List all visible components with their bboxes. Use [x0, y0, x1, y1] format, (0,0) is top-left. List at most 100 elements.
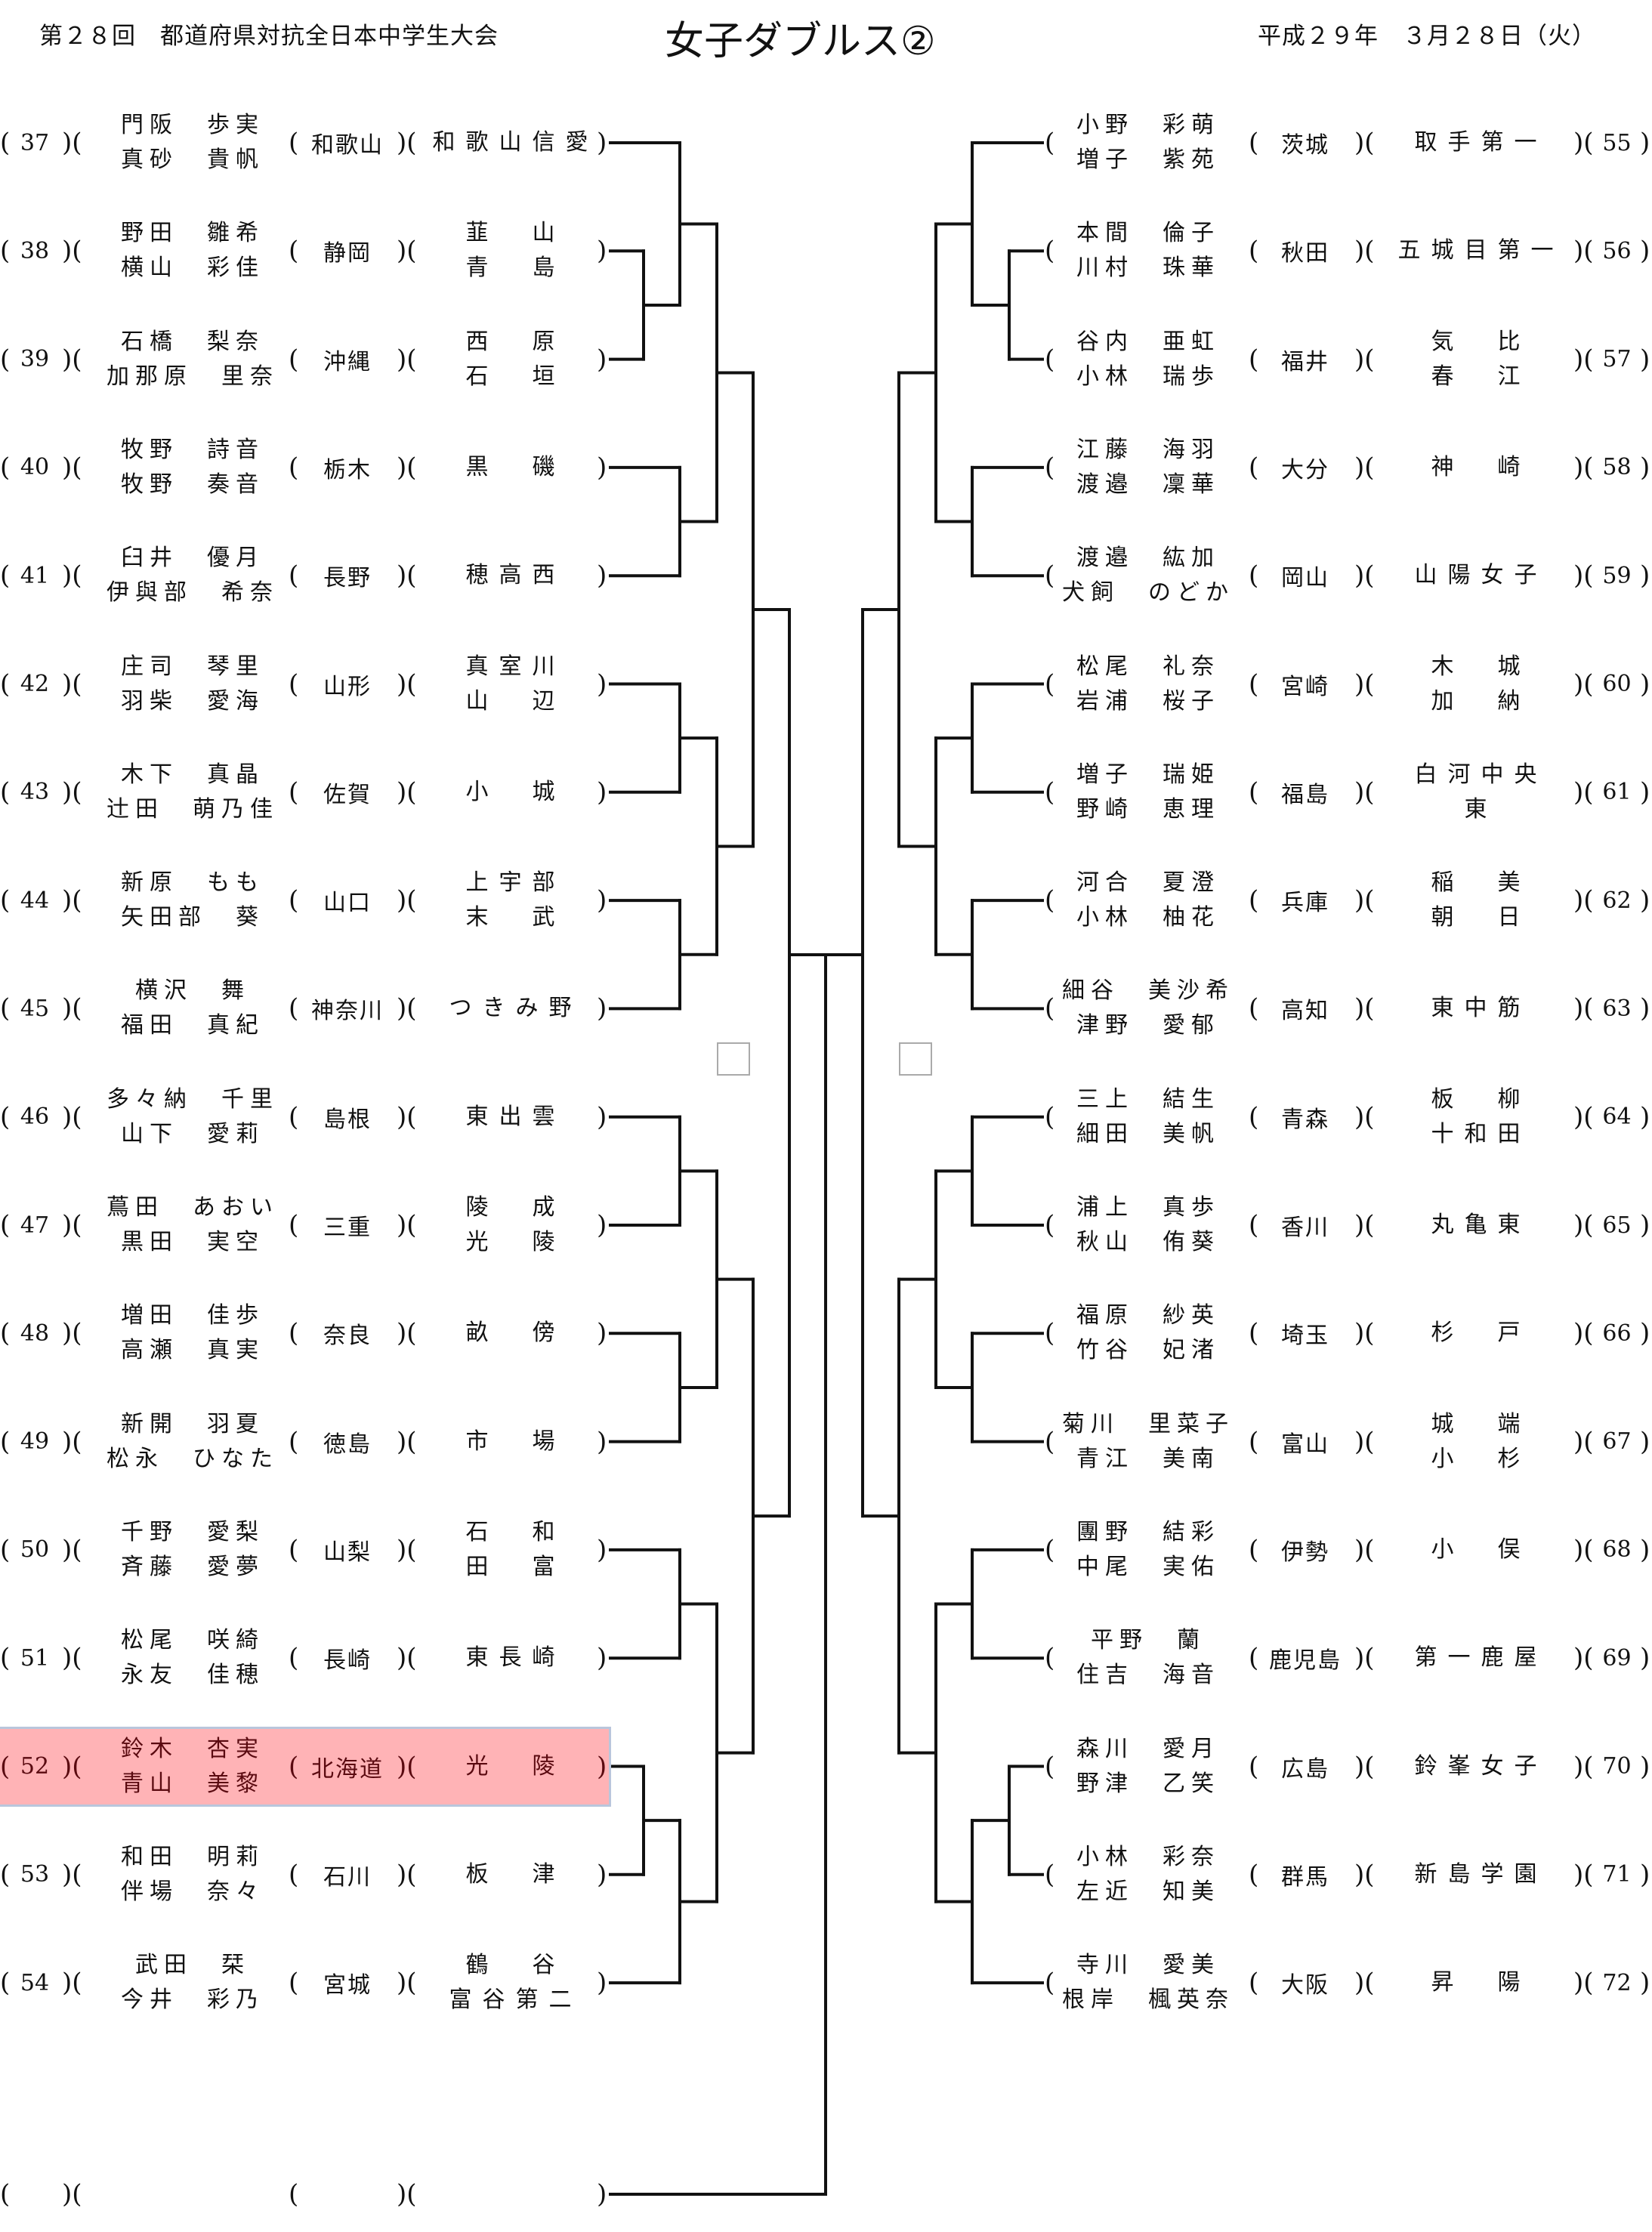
draw-entry[interactable]: (42)(庄司 琴里羽柴 愛海(山形)(真室川山 辺) [0, 647, 609, 722]
player-name: 岩浦 桜子 [1076, 687, 1220, 715]
player-name: 増子 瑞姫 [1076, 761, 1220, 788]
bracket-paren: ( [289, 993, 299, 1024]
draw-entry[interactable]: (54)(武田 栞今井 彩乃(宮城)(鶴 谷富谷第二) [0, 1945, 609, 2021]
draw-entry[interactable]: (森川 愛月野津 乙笑(広島)(鈴峯女子)(70) [1045, 1729, 1652, 1804]
bracket-paren: )( [397, 560, 417, 591]
draw-entry[interactable]: (47)(蔦田 あおい黒田 実空(三重)(陵 成光 陵) [0, 1187, 609, 1263]
bracket-paren: )( [397, 2179, 417, 2209]
bracket-paren: ) [1640, 560, 1650, 591]
right-score-box[interactable] [899, 1042, 932, 1076]
player-pair: 松尾 咲綺永友 佳穂 [106, 1620, 279, 1696]
bracket-paren: )( [397, 668, 417, 699]
draw-entry[interactable]: (40)(牧野 詩音牧野 奏音(栃木)(黒 磯) [0, 430, 609, 505]
school-names: 上宇部末 武 [438, 863, 593, 938]
school-names: 鶴 谷富谷第二 [438, 1945, 593, 2021]
draw-entry[interactable]: (福原 紗英竹谷 妃渚(埼玉)(杉 戸)(66) [1045, 1295, 1652, 1371]
draw-entry[interactable]: (増子 瑞姫野崎 恵理(福島)(白河中央東)(61) [1045, 755, 1652, 830]
draw-entry[interactable]: (51)(松尾 咲綺永友 佳穂(長崎)(東長崎) [0, 1620, 609, 1696]
bracket-paren: )( [1573, 560, 1594, 591]
draw-entry[interactable]: (53)(和田 明莉伴場 奈々(石川)(板 津) [0, 1837, 609, 1912]
bracket-paren: )( [1354, 1643, 1375, 1674]
school-name: 十和田 [1431, 1120, 1531, 1147]
draw-entry[interactable]: (39)(石橋 梨奈加那原 里奈(沖縄)(西 原石 垣) [0, 322, 609, 397]
draw-entry[interactable]: (平野 蘭住吉 海音(鹿児島)(第一鹿屋)(69) [1045, 1620, 1652, 1696]
player-name: 松尾 咲綺 [121, 1627, 264, 1654]
school-name: 東中筋 [1431, 995, 1531, 1022]
draw-number: 42 [20, 671, 50, 697]
bracket-paren: ( [1249, 1210, 1259, 1240]
bracket-paren: ( [289, 1534, 299, 1565]
draw-entry[interactable]: (細谷 美沙希津野 愛郁(高知)(東中筋)(63) [1045, 971, 1652, 1046]
school-name: 加 納 [1431, 687, 1531, 715]
school-name: 山 辺 [465, 687, 566, 715]
school-names: 城 端小 杉 [1385, 1404, 1577, 1480]
player-pair: 寺川 愛美根岸 楓英奈 [1061, 1945, 1235, 2021]
bracket-paren: )( [1573, 236, 1594, 267]
bracket-paren: ) [597, 1101, 607, 1132]
draw-entry[interactable]: (48)(増田 佳歩高瀬 真実(奈良)(畝 傍) [0, 1295, 609, 1371]
draw-entry[interactable]: (江藤 海羽渡邉 凜華(大分)(神 崎)(58) [1045, 430, 1652, 505]
bracket-paren: ( [1045, 1859, 1055, 1890]
draw-entry[interactable]: (渡邉 紘加犬飼 のどか(岡山)(山陽女子)(59) [1045, 538, 1652, 613]
player-name: 根岸 楓英奈 [1062, 1987, 1234, 2014]
left-score-box[interactable] [717, 1042, 750, 1076]
bracket-paren: )( [62, 1318, 82, 1349]
bracket-paren: )( [1354, 128, 1375, 158]
school-names: 取手第一 [1385, 105, 1577, 181]
bracket-paren: ) [597, 1426, 607, 1457]
draw-entry[interactable]: (38)(野田 雛希横山 彩佳(静岡)(韮 山青 島) [0, 213, 609, 289]
bracket-paren: ( [289, 1210, 299, 1240]
bracket-paren: ) [597, 1859, 607, 1890]
prefecture: 佐賀 [323, 781, 372, 808]
prefecture: 福井 [1281, 348, 1329, 375]
draw-entry[interactable]: (谷内 亜虹小林 瑞歩(福井)(気 比春 江)(57) [1045, 322, 1652, 397]
draw-entry[interactable]: (寺川 愛美根岸 楓英奈(大阪)(昇 陽)(72) [1045, 1945, 1652, 2021]
draw-entry[interactable]: (43)(木下 真晶辻田 萌乃佳(佐賀)(小 城) [0, 755, 609, 830]
school-name: 黒 磯 [465, 453, 566, 480]
player-pair: 福原 紗英竹谷 妃渚 [1061, 1295, 1235, 1371]
draw-entry[interactable]: (46)(多々納 千里山下 愛莉(島根)(東出雲) [0, 1079, 609, 1155]
draw-entry[interactable]: (49)(新開 羽夏松永 ひなた(徳島)(市 場) [0, 1404, 609, 1480]
draw-entry[interactable]: (河合 夏澄小林 柚花(兵庫)(稲 美朝 日)(62) [1045, 863, 1652, 938]
player-pair: 増子 瑞姫野崎 恵理 [1061, 755, 1235, 830]
draw-entry[interactable]: (37)(門阪 歩実真砂 貴帆(和歌山)(和歌山信愛) [0, 105, 609, 181]
bracket-paren: ( [1249, 1643, 1259, 1674]
draw-entry[interactable]: (松尾 礼奈岩浦 桜子(宮崎)(木 城加 納)(60) [1045, 647, 1652, 722]
draw-entry[interactable]: (菊川 里菜子青江 美南(富山)(城 端小 杉)(67) [1045, 1404, 1652, 1480]
bracket-paren: ( [1249, 236, 1259, 267]
draw-entry[interactable]: (小林 彩奈左近 知美(群馬)(新島学園)(71) [1045, 1837, 1652, 1912]
bracket-paren: ( [1045, 1426, 1055, 1457]
draw-entry[interactable]: (44)(新原 もも矢田部 葵(山口)(上宇部末 武) [0, 863, 609, 938]
bracket-paren: ) [597, 560, 607, 591]
player-name: 小林 彩奈 [1076, 1843, 1220, 1870]
draw-entry[interactable]: (45)(横沢 舞福田 真紀(神奈川)(つきみ野) [0, 971, 609, 1046]
draw-number: 50 [20, 1536, 50, 1564]
bracket-paren: )( [62, 885, 82, 916]
player-name: 津野 愛郁 [1076, 1012, 1220, 1039]
bracket-paren: ( [1045, 885, 1055, 916]
draw-entry[interactable]: (浦上 真歩秋山 侑葵(香川)(丸亀東)(65) [1045, 1187, 1652, 1263]
bracket-paren: ( [289, 776, 299, 807]
bracket-paren: ) [1640, 236, 1650, 267]
draw-entry[interactable]: (52)(鈴木 杏実青山 美黎(北海道)(光 陵) [0, 1726, 611, 1807]
draw-entry[interactable]: (三上 結生細田 美帆(青森)(板 柳十和田)(64) [1045, 1079, 1652, 1155]
bracket-paren: ( [289, 668, 299, 699]
draw-entry[interactable]: (50)(千野 愛梨斉藤 愛夢(山梨)(石 和田 富) [0, 1512, 609, 1588]
bracket-paren: )( [62, 236, 82, 267]
draw-entry[interactable]: (本間 倫子川村 珠華(秋田)(五城目第一)(56) [1045, 213, 1652, 289]
player-pair: 江藤 海羽渡邉 凜華 [1061, 430, 1235, 505]
bracket-paren: ( [1249, 1101, 1259, 1132]
draw-entry[interactable]: (41)(臼井 優月伊與部 希奈(長野)(穂高西) [0, 538, 609, 613]
draw-entry[interactable]: ()(()() [0, 2156, 609, 2232]
player-name: 小林 瑞歩 [1076, 363, 1220, 390]
prefecture: 徳島 [323, 1431, 372, 1458]
player-name: 野崎 恵理 [1076, 795, 1220, 823]
prefecture: 香川 [1281, 1215, 1329, 1241]
draw-entry[interactable]: (團野 結彩中尾 実佑(伊勢)(小 俣)(68) [1045, 1512, 1652, 1588]
player-name: 今井 彩乃 [121, 1987, 264, 2014]
prefecture: 神奈川 [311, 998, 384, 1025]
draw-number: 60 [1602, 671, 1632, 697]
draw-entry[interactable]: (小野 彩萌増子 紫苑(茨城)(取手第一)(55) [1045, 105, 1652, 181]
player-name: 伊與部 希奈 [107, 579, 279, 607]
bracket-paren: ( [0, 993, 11, 1024]
